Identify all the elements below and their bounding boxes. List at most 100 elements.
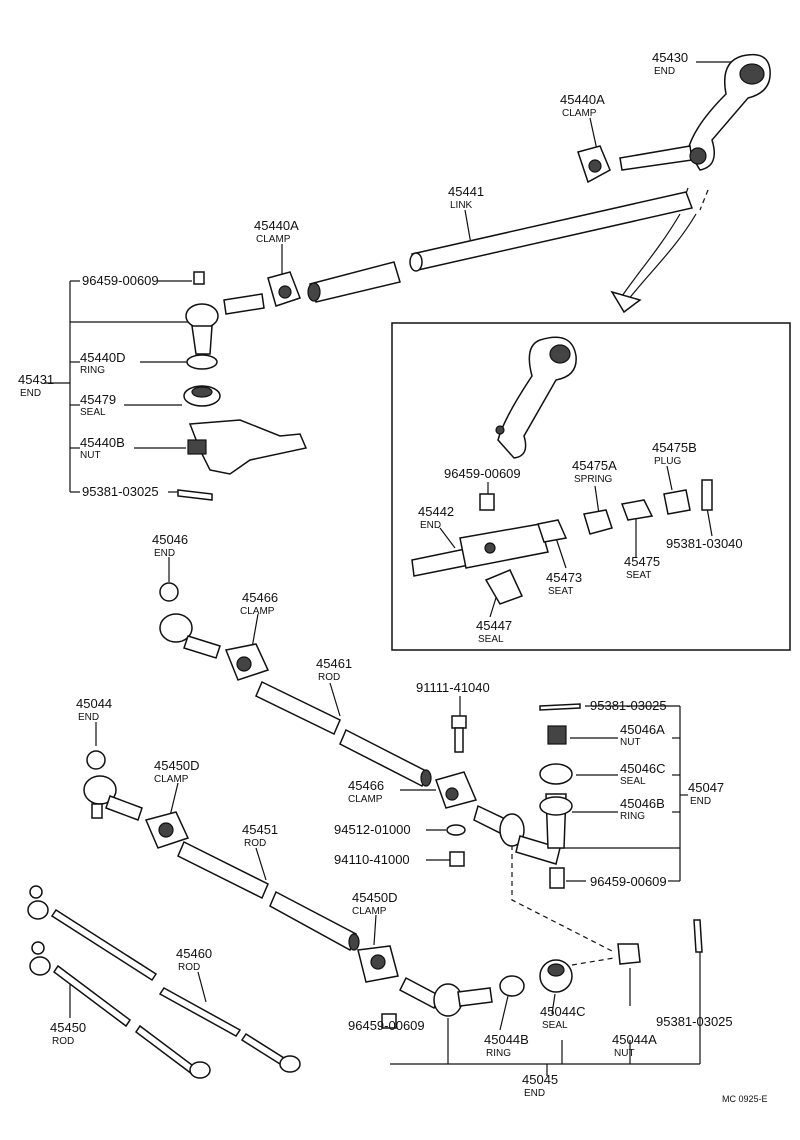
sleeve-mid [307,261,401,303]
svg-text:RING: RING [486,1048,511,1059]
svg-text:45046A: 45046A [620,722,665,737]
label-45047: 45047 END [688,780,724,807]
svg-text:END: END [20,388,41,399]
label-45479: 45479 SEAL [80,392,116,418]
clamp-45466-mid [435,771,478,809]
svg-text:END: END [78,712,99,723]
svg-text:94512-01000: 94512-01000 [334,822,411,837]
svg-text:45447: 45447 [476,618,512,633]
svg-text:NUT: NUT [614,1048,635,1059]
svg-text:45475: 45475 [624,554,660,569]
svg-text:SEAL: SEAL [542,1020,568,1031]
svg-text:45441: 45441 [448,184,484,199]
svg-text:ROD: ROD [244,838,266,849]
svg-text:95381-03025: 95381-03025 [590,698,667,713]
label-45473: 45473 SEAT [546,570,582,597]
svg-text:45430: 45430 [652,50,688,65]
svg-text:91111-41040: 91111-41040 [416,680,490,695]
svg-text:45044B: 45044B [484,1032,529,1047]
svg-text:45450: 45450 [50,1020,86,1035]
svg-text:PLUG: PLUG [654,456,681,467]
svg-text:45466: 45466 [348,778,384,793]
figure-code: MC 0925-E [722,1094,768,1104]
label-95381-c: 95381-03025 [656,1014,733,1029]
label-96459-c: 96459-00609 [590,874,667,889]
label-45442: 45442 END [418,504,454,531]
idler-arm-45430 [619,53,771,171]
label-45044c: 45044C SEAL [540,1004,586,1031]
svg-text:CLAMP: CLAMP [154,774,189,785]
label-45440b: 45440B NUT [80,435,125,461]
end-45046 [159,582,221,659]
label-45044a: 45044A NUT [612,1032,657,1059]
clamp-45440a-mid [267,271,301,307]
label-95381-03040: 95381-03040 [666,536,743,551]
label-45430: 45430 END [652,50,688,77]
svg-text:45475A: 45475A [572,458,617,473]
svg-text:95381-03025: 95381-03025 [656,1014,733,1029]
label-45466-top: 45466 CLAMP [240,590,278,617]
svg-text:45473: 45473 [546,570,582,585]
svg-text:45466: 45466 [242,590,278,605]
svg-text:45440D: 45440D [80,350,126,365]
label-45044b: 45044B RING [484,1032,529,1059]
end-45044 [83,750,143,821]
svg-text:45442: 45442 [418,504,454,519]
svg-text:CLAMP: CLAMP [352,906,387,917]
end-45045 [381,919,703,1029]
svg-text:45440A: 45440A [560,92,605,107]
svg-text:END: END [154,548,175,559]
svg-text:45440A: 45440A [254,218,299,233]
label-45431: 45431 END [18,372,54,399]
label-45450: 45450 ROD [50,1020,86,1047]
svg-text:SEAL: SEAL [478,634,504,645]
svg-text:45450D: 45450D [352,890,398,905]
svg-text:45479: 45479 [80,392,116,407]
label-45046: 45046 END [152,532,188,559]
clamp-45466-top [224,643,270,681]
label-94110: 94110-41000 [334,852,410,867]
svg-text:96459-00609: 96459-00609 [444,466,521,481]
label-45460: 45460 ROD [176,946,212,973]
svg-text:END: END [654,66,675,77]
svg-text:96459-00609: 96459-00609 [590,874,667,889]
label-91111: 91111-41040 [416,680,490,695]
svg-text:ROD: ROD [318,672,340,683]
svg-text:96459-00609: 96459-00609 [82,273,159,288]
svg-text:SEAL: SEAL [80,407,106,418]
svg-text:ROD: ROD [178,962,200,973]
svg-text:LINK: LINK [450,200,473,211]
label-45475a: 45475A SPRING [572,458,617,485]
svg-text:SEAT: SEAT [626,570,651,581]
svg-text:45450D: 45450D [154,758,200,773]
detail-inset-box [391,322,791,651]
label-45450d-bot: 45450D CLAMP [352,890,398,917]
svg-text:45451: 45451 [242,822,278,837]
end-45047 [473,703,581,889]
label-45466-mid: 45466 CLAMP [348,778,384,805]
svg-text:CLAMP: CLAMP [562,108,597,119]
svg-text:45046B: 45046B [620,796,665,811]
inset-arm [495,336,577,459]
label-96459-a: 96459-00609 [82,273,159,288]
label-45046c: 45046C SEAL [620,761,666,787]
svg-text:45460: 45460 [176,946,212,961]
svg-text:END: END [420,520,441,531]
label-45475b: 45475B PLUG [652,440,697,467]
svg-text:95381-03025: 95381-03025 [82,484,159,499]
svg-text:NUT: NUT [80,450,101,461]
label-45044: 45044 END [76,696,112,723]
washer-nut [446,824,466,867]
svg-text:RING: RING [620,811,645,822]
svg-text:45440B: 45440B [80,435,125,450]
label-95381-b: 95381-03025 [590,698,667,713]
label-96459-d: 96459-00609 [348,1018,425,1033]
svg-text:45044C: 45044C [540,1004,586,1019]
label-45475: 45475 SEAT [624,554,660,581]
link-45441 [409,191,694,272]
label-45046a: 45046A NUT [620,722,665,748]
label-45045: 45045 END [522,1072,558,1099]
label-94512: 94512-01000 [334,822,411,837]
label-45440a-mid: 45440A CLAMP [254,218,299,245]
label-45440d: 45440D RING [80,350,126,376]
